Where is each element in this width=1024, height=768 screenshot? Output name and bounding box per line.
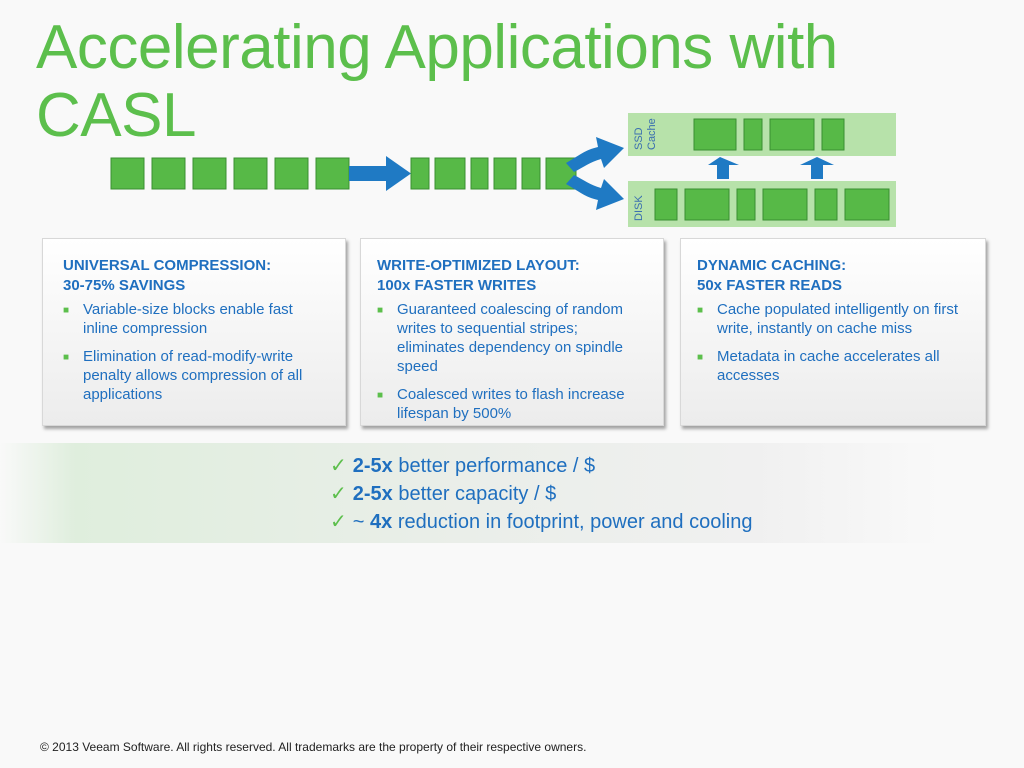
benefit-item: ✓2-5x better capacity / $ (330, 483, 557, 505)
bullet-icon: ■ (63, 305, 70, 316)
list-item: ■Cache populated intelligently on first … (697, 301, 958, 337)
card-dynamic-caching: DYNAMIC CACHING: 50x FASTER READS ■Cache… (680, 238, 986, 426)
write-block (233, 157, 268, 190)
checkmark-icon: ✓ (330, 483, 347, 505)
copyright-footer: © 2013 Veeam Software. All rights reserv… (40, 740, 587, 754)
cache-block (821, 118, 845, 151)
incoming-write-blocks (110, 157, 350, 190)
cache-block (769, 118, 815, 151)
bullet-icon: ■ (697, 352, 704, 363)
compressed-block (521, 157, 541, 190)
card-universal-compression: UNIVERSAL COMPRESSION: 30-75% SAVINGS ■V… (42, 238, 346, 426)
card-bullets: ■Variable-size blocks enable fast inline… (63, 300, 325, 404)
up-arrow-icon (800, 157, 834, 179)
card-bullets: ■Guaranteed coalescing of random writes … (377, 300, 649, 423)
compressed-blocks (410, 157, 577, 190)
split-arrows (566, 137, 624, 210)
card-title: UNIVERSAL COMPRESSION: 30-75% SAVINGS (63, 257, 272, 294)
cache-block (693, 118, 737, 151)
list-item: ■Coalesced writes to flash increase life… (377, 386, 625, 422)
list-item: ■Guaranteed coalescing of random writes … (377, 301, 623, 375)
benefit-item: ✓~ 4x reduction in footprint, power and … (330, 511, 753, 533)
card-bullets: ■Cache populated intelligently on first … (697, 300, 971, 385)
compressed-block (470, 157, 489, 190)
bullet-icon: ■ (697, 305, 704, 316)
card-title: WRITE-OPTIMIZED LAYOUT: 100x FASTER WRIT… (377, 257, 580, 294)
compressed-block (410, 157, 430, 190)
disk-blocks (654, 188, 890, 221)
list-item: ■Variable-size blocks enable fast inline… (63, 301, 293, 337)
bullet-icon: ■ (377, 305, 384, 316)
benefit-item: ✓2-5x better performance / $ (330, 455, 596, 477)
write-block (274, 157, 309, 190)
bullet-icon: ■ (377, 390, 384, 401)
list-item: ■Metadata in cache accelerates all acces… (697, 348, 940, 384)
write-block (110, 157, 145, 190)
benefits-list: ✓2-5x better performance / $ ✓2-5x bette… (330, 452, 753, 536)
disk-block (684, 188, 730, 221)
write-block (192, 157, 227, 190)
cache-block (743, 118, 763, 151)
disk-block (762, 188, 808, 221)
checkmark-icon: ✓ (330, 455, 347, 477)
bullet-icon: ■ (63, 352, 70, 363)
list-item: ■Elimination of read-modify-write penalt… (63, 348, 303, 403)
casl-flow-diagram: SSD Cache DISK (110, 113, 896, 227)
compressed-block (434, 157, 466, 190)
checkmark-icon: ✓ (330, 511, 347, 533)
benefits-band (0, 443, 940, 543)
disk-block (654, 188, 678, 221)
disk-block (736, 188, 756, 221)
ssd-label: SSD Cache (633, 118, 658, 150)
compressed-block (493, 157, 517, 190)
slide-title: Accelerating Applications with CASL (36, 13, 838, 150)
write-block (315, 157, 350, 190)
disk-label: DISK (633, 195, 645, 221)
disk-block (814, 188, 838, 221)
card-write-optimized-layout: WRITE-OPTIMIZED LAYOUT: 100x FASTER WRIT… (360, 238, 664, 426)
feature-cards: UNIVERSAL COMPRESSION: 30-75% SAVINGS ■V… (40, 238, 990, 433)
up-arrow-icon (708, 157, 739, 179)
card-title: DYNAMIC CACHING: 50x FASTER READS (697, 257, 847, 294)
compress-arrow (349, 156, 411, 191)
ssd-cache-blocks (693, 118, 845, 151)
cache-promote-arrows (708, 157, 834, 179)
disk-block (844, 188, 890, 221)
write-block (151, 157, 186, 190)
